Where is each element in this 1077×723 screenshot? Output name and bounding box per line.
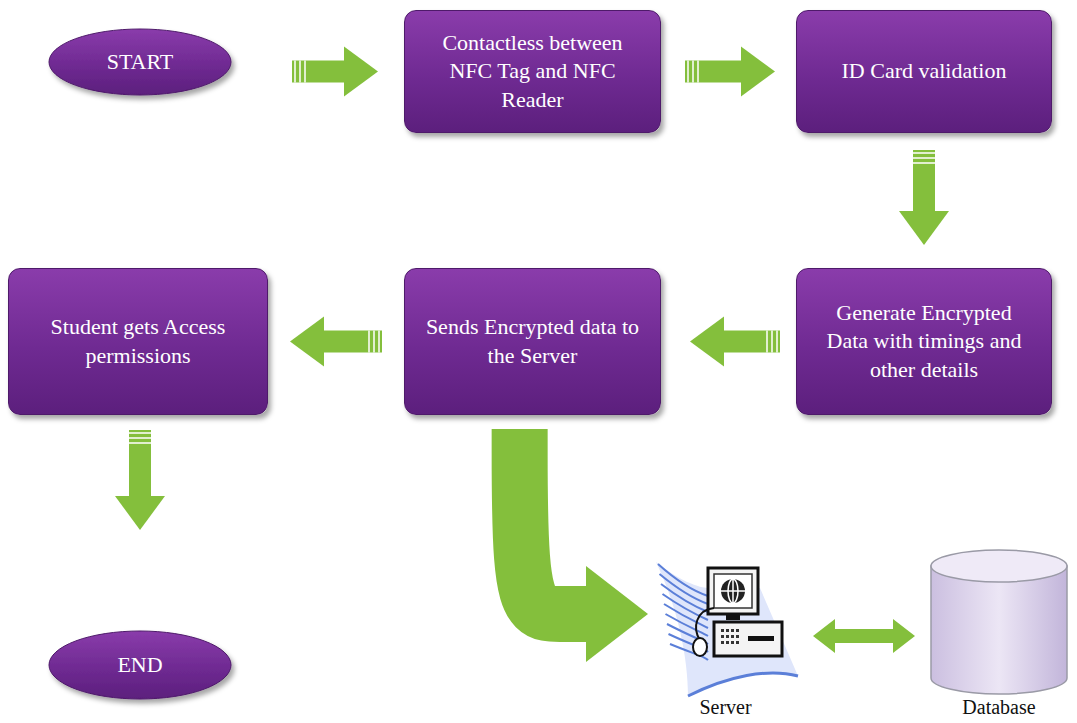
- arrow-tail-stripe: [767, 331, 777, 353]
- flow-arrow: [724, 331, 780, 353]
- end-terminal: END: [48, 630, 232, 700]
- step-text: Generate Encrypted Data with timings and…: [815, 299, 1033, 385]
- step-text: Student gets Access permissions: [27, 313, 249, 370]
- process-box: ID Card validation: [796, 10, 1052, 133]
- database-illustration: [925, 552, 1073, 692]
- server-illustration: [648, 548, 803, 698]
- step-text: Sends Encrypted data to the Server: [423, 313, 642, 370]
- arrow-tail-stripe: [688, 61, 698, 83]
- terminal-text: END: [117, 651, 162, 680]
- flow-arrow: [913, 150, 935, 211]
- start-terminal: START: [48, 28, 232, 96]
- arrow-tail-stripe: [129, 433, 151, 443]
- flow-arrow: [835, 629, 893, 643]
- flow-arrow: [324, 331, 382, 353]
- flow-arrow: [520, 429, 586, 614]
- database-cylinder: Database: [925, 552, 1073, 720]
- process-box: Contactless between NFC Tag and NFC Read…: [404, 10, 661, 133]
- icon-label: Database: [962, 696, 1035, 720]
- process-box: Sends Encrypted data to the Server: [404, 268, 661, 415]
- terminal-text: START: [107, 48, 174, 77]
- arrow-tail-stripe: [369, 331, 379, 353]
- flow-arrow: [685, 61, 741, 83]
- process-box: Generate Encrypted Data with timings and…: [796, 268, 1052, 415]
- flow-arrow: [292, 61, 344, 83]
- arrow-tail-stripe: [913, 153, 935, 163]
- server-icon: Server: [648, 548, 803, 720]
- arrow-tail-stripe: [295, 61, 305, 83]
- process-box: Student gets Access permissions: [8, 268, 268, 415]
- flow-arrow: [129, 430, 151, 496]
- step-text: Contactless between NFC Tag and NFC Read…: [423, 29, 642, 115]
- step-text: ID Card validation: [842, 57, 1007, 86]
- icon-label: Server: [699, 696, 751, 720]
